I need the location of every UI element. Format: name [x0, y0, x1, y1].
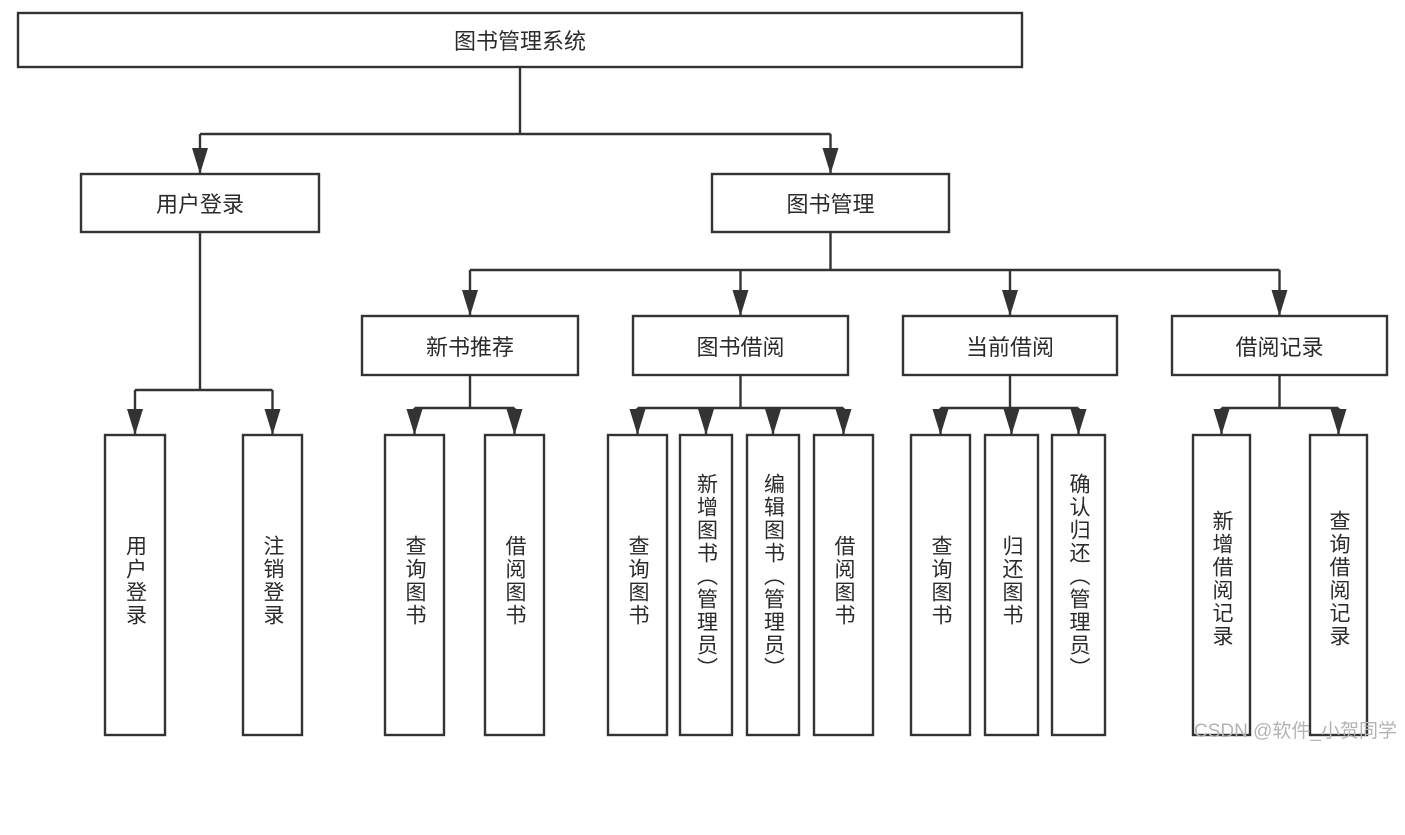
arrow-current-borrow-to-leaf-confirm-return-admin: [1070, 409, 1087, 435]
node-box-current-borrow[interactable]: [901, 314, 1119, 377]
arrow-new-book-recommend-to-leaf-borrow-book-rec: [506, 409, 523, 435]
arrow-ul-to-leaf-user-logout: [264, 409, 281, 435]
node-box-leaf-borrow-book[interactable]: [812, 433, 875, 737]
node-box-root[interactable]: [16, 11, 1024, 69]
arrow-bm-to-borrow-records: [1271, 290, 1288, 316]
node-box-leaf-add-book-admin[interactable]: [678, 433, 734, 737]
node-box-leaf-query-borrow-record[interactable]: [1308, 433, 1369, 737]
diagram-canvas: 图书管理系统用户登录图书管理新书推荐图书借阅当前借阅借阅记录用户登录注销登录查询…: [16, 11, 1397, 742]
node-box-leaf-query-book-borrow[interactable]: [606, 433, 669, 737]
arrow-book-borrow-to-leaf-borrow-book: [835, 409, 852, 435]
node-box-user-login[interactable]: [79, 172, 321, 234]
arrow-current-borrow-to-leaf-query-book-current: [932, 409, 949, 435]
arrow-book-borrow-to-leaf-add-book-admin: [698, 409, 714, 435]
arrow-bm-to-book-borrow: [732, 290, 749, 316]
node-box-leaf-confirm-return-admin[interactable]: [1050, 433, 1107, 737]
arrow-root-to-user-login: [192, 148, 208, 174]
arrow-bm-to-current-borrow: [1002, 290, 1018, 316]
node-box-leaf-add-borrow-record[interactable]: [1191, 433, 1252, 737]
node-box-book-management[interactable]: [710, 172, 951, 234]
node-box-borrow-records[interactable]: [1170, 314, 1389, 377]
arrow-book-borrow-to-leaf-query-book-borrow: [629, 409, 646, 435]
node-box-leaf-return-book[interactable]: [983, 433, 1040, 737]
arrow-borrow-records-to-leaf-query-borrow-record: [1330, 409, 1347, 435]
node-box-leaf-edit-book-admin[interactable]: [745, 433, 801, 737]
node-box-leaf-user-logout[interactable]: [241, 433, 304, 737]
node-box-book-borrow[interactable]: [631, 314, 850, 377]
node-box-new-book-recommend[interactable]: [360, 314, 580, 377]
arrow-root-to-book-management: [822, 148, 839, 174]
arrow-ul-to-leaf-user-login: [127, 409, 143, 435]
tree-diagram: [16, 11, 1389, 737]
node-box-leaf-user-login[interactable]: [103, 433, 167, 737]
node-box-leaf-query-book-rec[interactable]: [383, 433, 446, 737]
arrow-current-borrow-to-leaf-return-book: [1003, 409, 1020, 435]
node-box-leaf-query-book-current[interactable]: [909, 433, 972, 737]
arrow-borrow-records-to-leaf-add-borrow-record: [1213, 409, 1230, 435]
arrow-new-book-recommend-to-leaf-query-book-rec: [406, 409, 423, 435]
arrow-book-borrow-to-leaf-edit-book-admin: [765, 409, 781, 435]
arrow-bm-to-new-book-recommend: [462, 290, 478, 316]
node-box-leaf-borrow-book-rec[interactable]: [483, 433, 546, 737]
